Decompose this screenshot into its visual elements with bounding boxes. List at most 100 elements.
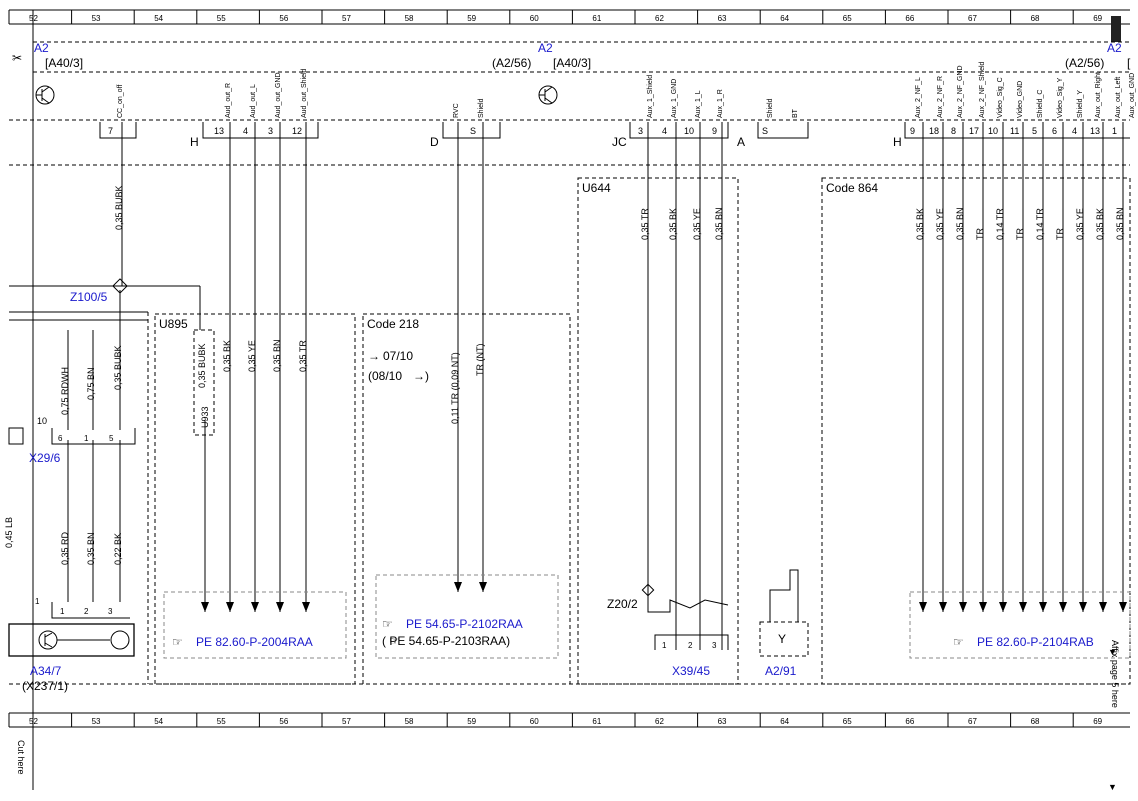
grid-number-bottom: 52 <box>29 717 38 726</box>
wire-arrow <box>479 582 487 592</box>
label-u644: U644 <box>582 181 611 195</box>
pin-number: 10 <box>684 126 694 136</box>
pin-name: Aux_1_GND <box>671 79 678 118</box>
wire-arrow <box>979 602 987 612</box>
pin-name: CC_on_off <box>117 85 124 118</box>
ref-2102[interactable]: PE 54.65-P-2102RAA <box>406 617 523 631</box>
wire-label: 0,35 BK <box>915 208 925 240</box>
hand-pointer-icon: ☞ <box>172 635 183 649</box>
grid-number-top: 57 <box>342 14 351 23</box>
pin-name: Aux_2_NF_R <box>937 76 944 118</box>
ref-2104[interactable]: PE 82.60-P-2104RAB <box>977 635 1094 649</box>
connector-a: A <box>737 135 745 149</box>
label-z20-2: Z20/2 <box>607 597 638 611</box>
ref-2103[interactable]: ( PE 54.65-P-2103RAA) <box>382 634 510 648</box>
grid-number-top: 52 <box>29 14 38 23</box>
connector-h-right: H <box>893 135 902 149</box>
svg-text:▼: ▼ <box>1108 782 1117 792</box>
pin-name: Aud_out_Shield <box>301 68 308 118</box>
grid-number-top: 66 <box>905 14 914 23</box>
pin-number: 18 <box>929 126 939 136</box>
wire-label: 0,35 RD <box>60 531 70 565</box>
wire-label: 0,35 BUBK <box>114 185 124 230</box>
pin-name: Aud_out_L <box>250 84 257 118</box>
wire-label: 0,35 BUBK <box>113 345 123 390</box>
pin-number: 17 <box>969 126 979 136</box>
pin-number: 3 <box>638 126 643 136</box>
wire-label: 0,75 RDWH <box>60 367 70 415</box>
wire-label: 0,22 BK <box>113 533 123 565</box>
grid-number-bottom: 69 <box>1093 717 1102 726</box>
scissors-icon: ✂ <box>12 51 22 65</box>
svg-text:▼: ▼ <box>1108 647 1117 657</box>
grid-number-top: 60 <box>530 14 539 23</box>
svg-text:→): →) <box>413 369 429 383</box>
grid-number-bottom: 61 <box>592 717 601 726</box>
label-date-to: (08/10 <box>368 369 402 383</box>
svg-text:1: 1 <box>84 434 89 443</box>
component-a34-7: 1 1 2 3 A34/7 (X237/1) <box>8 597 135 693</box>
wire-label: 0,35 YE <box>692 208 702 240</box>
pin-name: Video_Sig_Y <box>1057 77 1064 118</box>
wire-label: 0,35 BUBK <box>197 343 207 388</box>
wire-label: 0,35 BN <box>955 207 965 240</box>
label-x29-6: X29/6 <box>29 451 61 465</box>
pin-name: BT <box>792 108 799 118</box>
pin-name: Aud_out_R <box>225 83 232 118</box>
wire-label: 0,35 YE <box>247 340 257 372</box>
cut-here-label: Cut here <box>16 740 26 775</box>
label-code-218: Code 218 <box>367 317 419 331</box>
wire-arrow <box>939 602 947 612</box>
pin-number: S <box>762 126 768 136</box>
svg-text:3: 3 <box>108 607 113 616</box>
pin-number: 1 <box>1112 126 1117 136</box>
label-z100-5: Z100/5 <box>70 290 108 304</box>
label-a2-left: A2 <box>34 41 49 55</box>
pin-number: 10 <box>988 126 998 136</box>
wire-label: 0,35 YE <box>935 208 945 240</box>
label-bracket-right: [ <box>1127 56 1131 70</box>
grid-number-top: 69 <box>1093 14 1102 23</box>
pin-name: Aux_1_R <box>717 89 724 118</box>
wire-label: 0,35 BK <box>222 340 232 372</box>
pin-name: Shield <box>767 98 774 118</box>
grid-number-bottom: 53 <box>92 717 101 726</box>
pin-name: Aux_2_NF_GND <box>957 65 964 118</box>
pin-number: 13 <box>1090 126 1100 136</box>
label-code-864: Code 864 <box>826 181 878 195</box>
wire-arrow <box>201 602 209 612</box>
pin-number: 4 <box>243 126 248 136</box>
splice-z100-5: Z100/5 <box>9 278 201 330</box>
pin-number: 3 <box>268 126 273 136</box>
ref-2004[interactable]: PE 82.60-P-2004RAA <box>196 635 313 649</box>
label-u895: U895 <box>159 317 188 331</box>
wire-label: 0,35 BK <box>668 208 678 240</box>
grid-number-top: 56 <box>279 14 288 23</box>
wire-arrow <box>1079 602 1087 612</box>
top-labels: ✂ A2 [A40/3] A2 (A2/56) [A40/3] A2 (A2/5… <box>12 16 1131 70</box>
pin-name: Shield_C <box>1037 90 1044 118</box>
grid-frame: 5252535354545555565657575858595960606161… <box>8 9 1130 790</box>
wire-arrow <box>251 602 259 612</box>
block-u933 <box>193 329 215 436</box>
pin-name: Aux_out_Left <box>1115 77 1122 118</box>
label-x39-45: X39/45 <box>672 664 710 678</box>
transistor-icon <box>35 85 55 105</box>
pin-name: Aux_out_GND <box>1129 73 1136 118</box>
label-a2-56-right: (A2/56) <box>1065 56 1104 70</box>
grid-number-top: 55 <box>217 14 226 23</box>
grid-number-bottom: 59 <box>467 717 476 726</box>
wire-arrow <box>302 602 310 612</box>
pin-name: Video_Sig_C <box>997 77 1004 118</box>
grid-number-top: 58 <box>405 14 414 23</box>
label-a40-3-mid: [A40/3] <box>553 56 591 70</box>
grid-number-bottom: 66 <box>905 717 914 726</box>
svg-text:5: 5 <box>109 434 114 443</box>
pin-number: 12 <box>292 126 302 136</box>
pin-number: 6 <box>1052 126 1057 136</box>
wire-label: 0,35 BK <box>1095 208 1105 240</box>
svg-text:1: 1 <box>662 641 667 650</box>
